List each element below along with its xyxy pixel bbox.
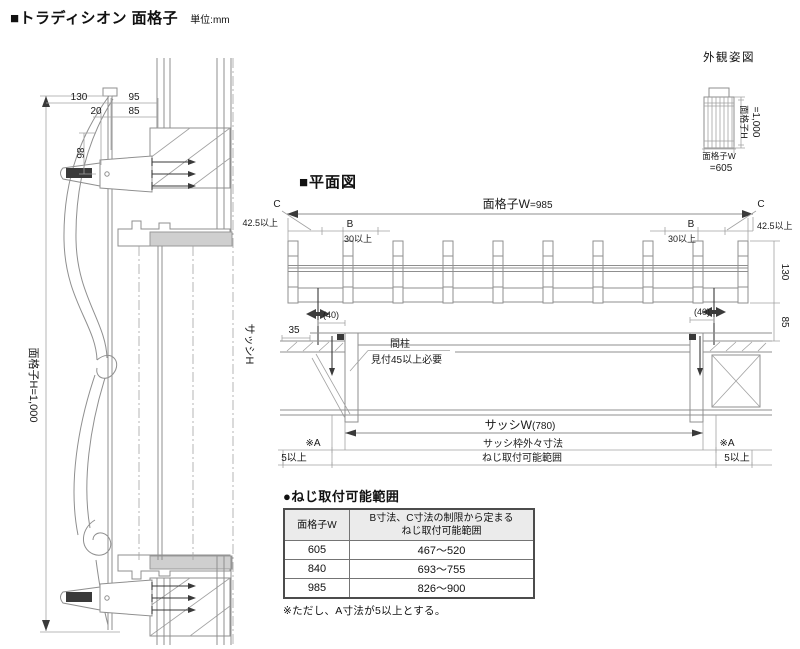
- page-title: ■トラディシオン 面格子単位:mm: [10, 7, 230, 28]
- dim-20: 20: [90, 106, 102, 117]
- dim-b-left: B: [347, 219, 354, 230]
- dim-85: 85: [128, 106, 140, 117]
- sash-width-label: サッシW: [485, 418, 533, 432]
- table-footnote: ※ただし、A寸法が5以上とする。: [283, 605, 446, 617]
- appearance-h-value: =1,000: [750, 107, 761, 138]
- sash-right-jamb: [689, 332, 704, 423]
- screw-range-dim-label: ねじ取付可能範囲: [482, 451, 562, 464]
- cell-range: 826〜900: [349, 578, 535, 599]
- plan-view-heading: ■平面図: [299, 174, 358, 191]
- appearance-w-value: =605: [710, 163, 733, 174]
- plan-width-label: 面格子W: [483, 196, 531, 211]
- col-header-width: 面格子W: [283, 508, 350, 541]
- grille-height-label: 面格子H=1,000: [27, 348, 41, 423]
- stud-section: [711, 354, 761, 408]
- dim-130: 130: [71, 92, 88, 103]
- dim-a-left: ※A: [305, 438, 320, 449]
- dim-b-min-left: 30以上: [344, 234, 372, 244]
- sash-left-jamb: [344, 332, 359, 423]
- section-bottom-bracket: [60, 579, 196, 617]
- plan-dimensions: [278, 210, 780, 468]
- sash-width-value: (780): [532, 421, 555, 432]
- dim-c-min-left: 42.5以上: [242, 218, 278, 228]
- section-dimensions: [40, 95, 159, 633]
- cell-width: 840: [283, 559, 350, 579]
- cell-range: 693〜755: [349, 559, 535, 579]
- dim-86: 86: [74, 147, 85, 159]
- plan-anchor-bolts: [306, 288, 726, 345]
- dim-130-plan: 130: [779, 264, 790, 281]
- plan-grille: [287, 240, 749, 304]
- plan-wall-sash: [280, 332, 772, 423]
- plan-stud-leader: [349, 350, 450, 372]
- plan-width-value: =985: [530, 200, 553, 211]
- table-heading: ●ねじ取付可能範囲: [283, 489, 400, 504]
- dim-c-right: C: [757, 199, 764, 210]
- dim-b-right: B: [688, 219, 695, 230]
- drawing-title: ■トラディシオン 面格子: [10, 10, 179, 27]
- dim-a-min-right: 5以上: [724, 452, 750, 464]
- table-row: 605 467〜520: [283, 540, 535, 560]
- section-view: 130 95 20 85 86 面格子H=1,000 サッシH: [27, 58, 256, 645]
- section-bolt: [66, 168, 92, 178]
- appearance-figure: 面格子H =1,000 面格子W =605: [702, 87, 761, 174]
- stud-note-line1: 間柱: [390, 337, 410, 350]
- dim-40-right: (40): [694, 307, 710, 317]
- appearance-figure-heading: 外観姿図: [703, 52, 755, 64]
- screw-range-table-block: ●ねじ取付可能範囲 面格子W B寸法、C寸法の制限から定まる ねじ取付可能範囲 …: [283, 486, 545, 618]
- dim-c-min-right: 42.5以上: [757, 221, 793, 231]
- dim-b-min-right: 30以上: [668, 234, 696, 244]
- sash-height-label: サッシH: [243, 324, 256, 365]
- cell-range: 467〜520: [349, 540, 535, 560]
- section-wall-frame: [117, 58, 233, 645]
- dim-a-min-left: 5以上: [281, 452, 307, 464]
- col-header-range: B寸法、C寸法の制限から定まる ねじ取付可能範囲: [349, 508, 535, 541]
- sash-frame-dim-label: サッシ枠外々寸法: [483, 437, 563, 450]
- dim-40-left: (40): [323, 310, 339, 320]
- table-header-row: 面格子W B寸法、C寸法の制限から定まる ねじ取付可能範囲: [283, 508, 535, 541]
- screw-range-table: 面格子W B寸法、C寸法の制限から定まる ねじ取付可能範囲 605 467〜52…: [283, 508, 535, 599]
- grille-horizontal-rail: [288, 265, 748, 272]
- appearance-h-label: 面格子H: [739, 105, 750, 139]
- dim-a-right: ※A: [719, 438, 734, 449]
- dim-85-plan: 85: [779, 316, 790, 328]
- section-top-screws: [151, 158, 196, 190]
- cell-width: 605: [283, 540, 350, 560]
- appearance-w-label: 面格子W: [702, 151, 736, 161]
- table-row: 985 826〜900: [283, 578, 535, 599]
- dim-c-left: C: [273, 199, 280, 210]
- plan-view: 面格子W =985 C C 42.5以上 42.5以上 B B 30以上 30以…: [242, 196, 793, 468]
- dim-95: 95: [128, 92, 140, 103]
- section-bolt: [66, 592, 92, 602]
- dim-35: 35: [288, 325, 300, 336]
- cell-width: 985: [283, 578, 350, 599]
- section-bottom-screws: [151, 582, 196, 614]
- grille-bottom-rail: [287, 287, 749, 303]
- stud-note-line2: 見付45以上必要: [371, 353, 442, 366]
- section-centerlines: [138, 58, 234, 645]
- table-row: 840 693〜755: [283, 559, 535, 579]
- section-top-bracket: [60, 155, 196, 193]
- unit-label: 単位:mm: [190, 15, 230, 26]
